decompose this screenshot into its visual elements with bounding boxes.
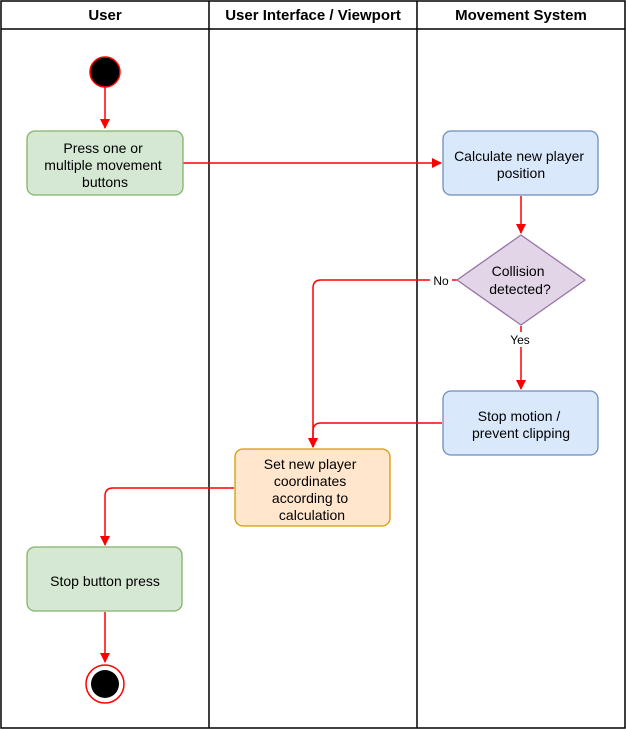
node-set-line-4: calculation [279, 507, 345, 523]
lane-title-movement: Movement System [455, 7, 587, 24]
svg-text:Stop motion / prevent cl: Stop motion / prevent clipping [472, 408, 570, 441]
edge-set-to-stop-press [100, 487, 234, 546]
edge-label-yes-bg [505, 332, 535, 347]
end-node [85, 664, 125, 704]
node-collision-line-1: Collision [492, 263, 545, 279]
start-node [89, 56, 121, 88]
node-set-line-1: Set new player [264, 456, 357, 472]
node-stop-button-press: Stop button press [26, 546, 183, 612]
node-collision-line-2: detected? [489, 281, 551, 297]
node-stop-press-line-1: Stop button press [50, 573, 160, 589]
node-collision-decision: Collision detected? [455, 234, 587, 326]
node-stop-motion: Stop motion / prevent clipping [442, 390, 599, 456]
edge-collision-no [308, 279, 457, 448]
edge-label-no: No [433, 274, 449, 288]
node-set-line-2: coordinates [274, 473, 346, 489]
node-stop-motion-line-1: Stop motion / [478, 408, 561, 424]
lane-title-ui: User Interface / Viewport [225, 7, 401, 24]
svg-text:Collision detected?: Collision detected? [489, 263, 551, 297]
node-set-coordinates: Set new player coordinates according to … [234, 448, 391, 527]
node-press-line-2: multiple movement [44, 157, 162, 173]
node-calculate-line-2: position [497, 165, 545, 181]
node-calculate-position: Calculate new player position [442, 130, 599, 196]
node-set-line-3: according to [272, 490, 348, 506]
edges [100, 87, 526, 663]
node-calculate-line-1: Calculate new player [454, 148, 584, 164]
node-press-line-1: Press one or [63, 140, 143, 156]
svg-text:Stop button press: Stop button press [50, 573, 160, 589]
edge-stop-motion-to-set [308, 422, 442, 448]
lane-title-user: User [88, 7, 122, 24]
svg-text:Set new player coordinat: Set new player coordinates according to … [264, 456, 361, 523]
svg-text:Press one or multiple mo: Press one or multiple movement buttons [44, 140, 165, 190]
node-stop-motion-line-2: prevent clipping [472, 425, 570, 441]
svg-text:Calculate new player pos: Calculate new player position [454, 148, 588, 181]
edge-label-no-bg [430, 273, 452, 288]
edge-label-yes: Yes [510, 333, 530, 347]
node-press-buttons: Press one or multiple movement buttons [26, 130, 184, 196]
node-press-line-3: buttons [82, 174, 128, 190]
